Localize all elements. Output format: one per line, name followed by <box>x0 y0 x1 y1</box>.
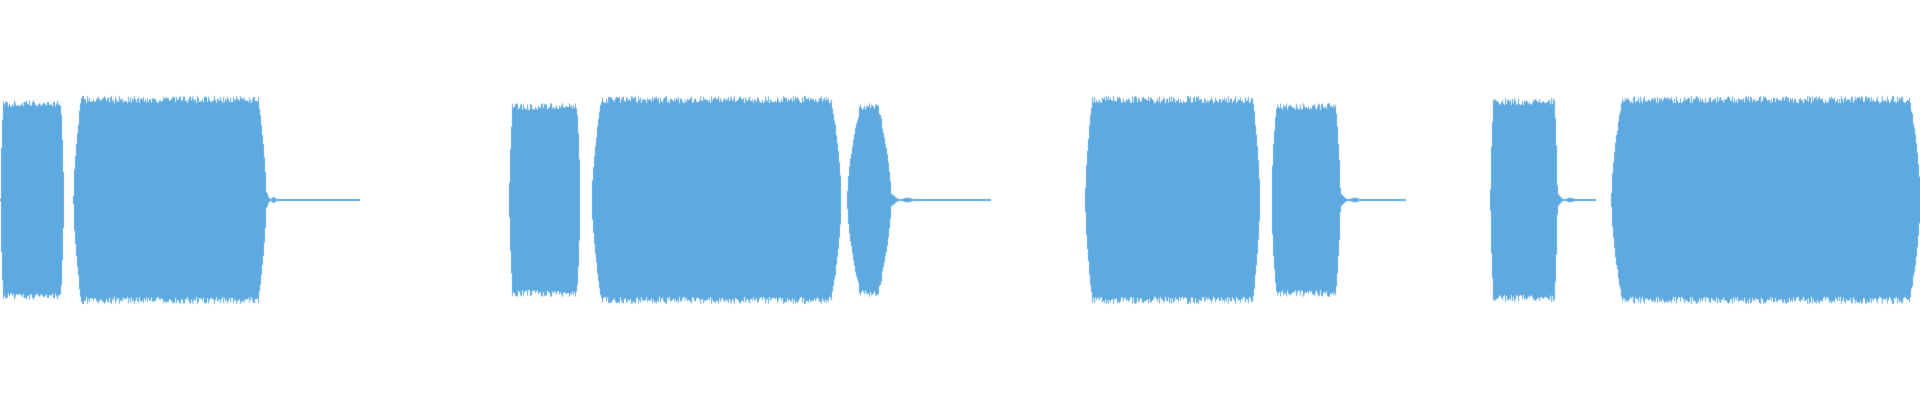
audio-waveform <box>0 0 1920 400</box>
